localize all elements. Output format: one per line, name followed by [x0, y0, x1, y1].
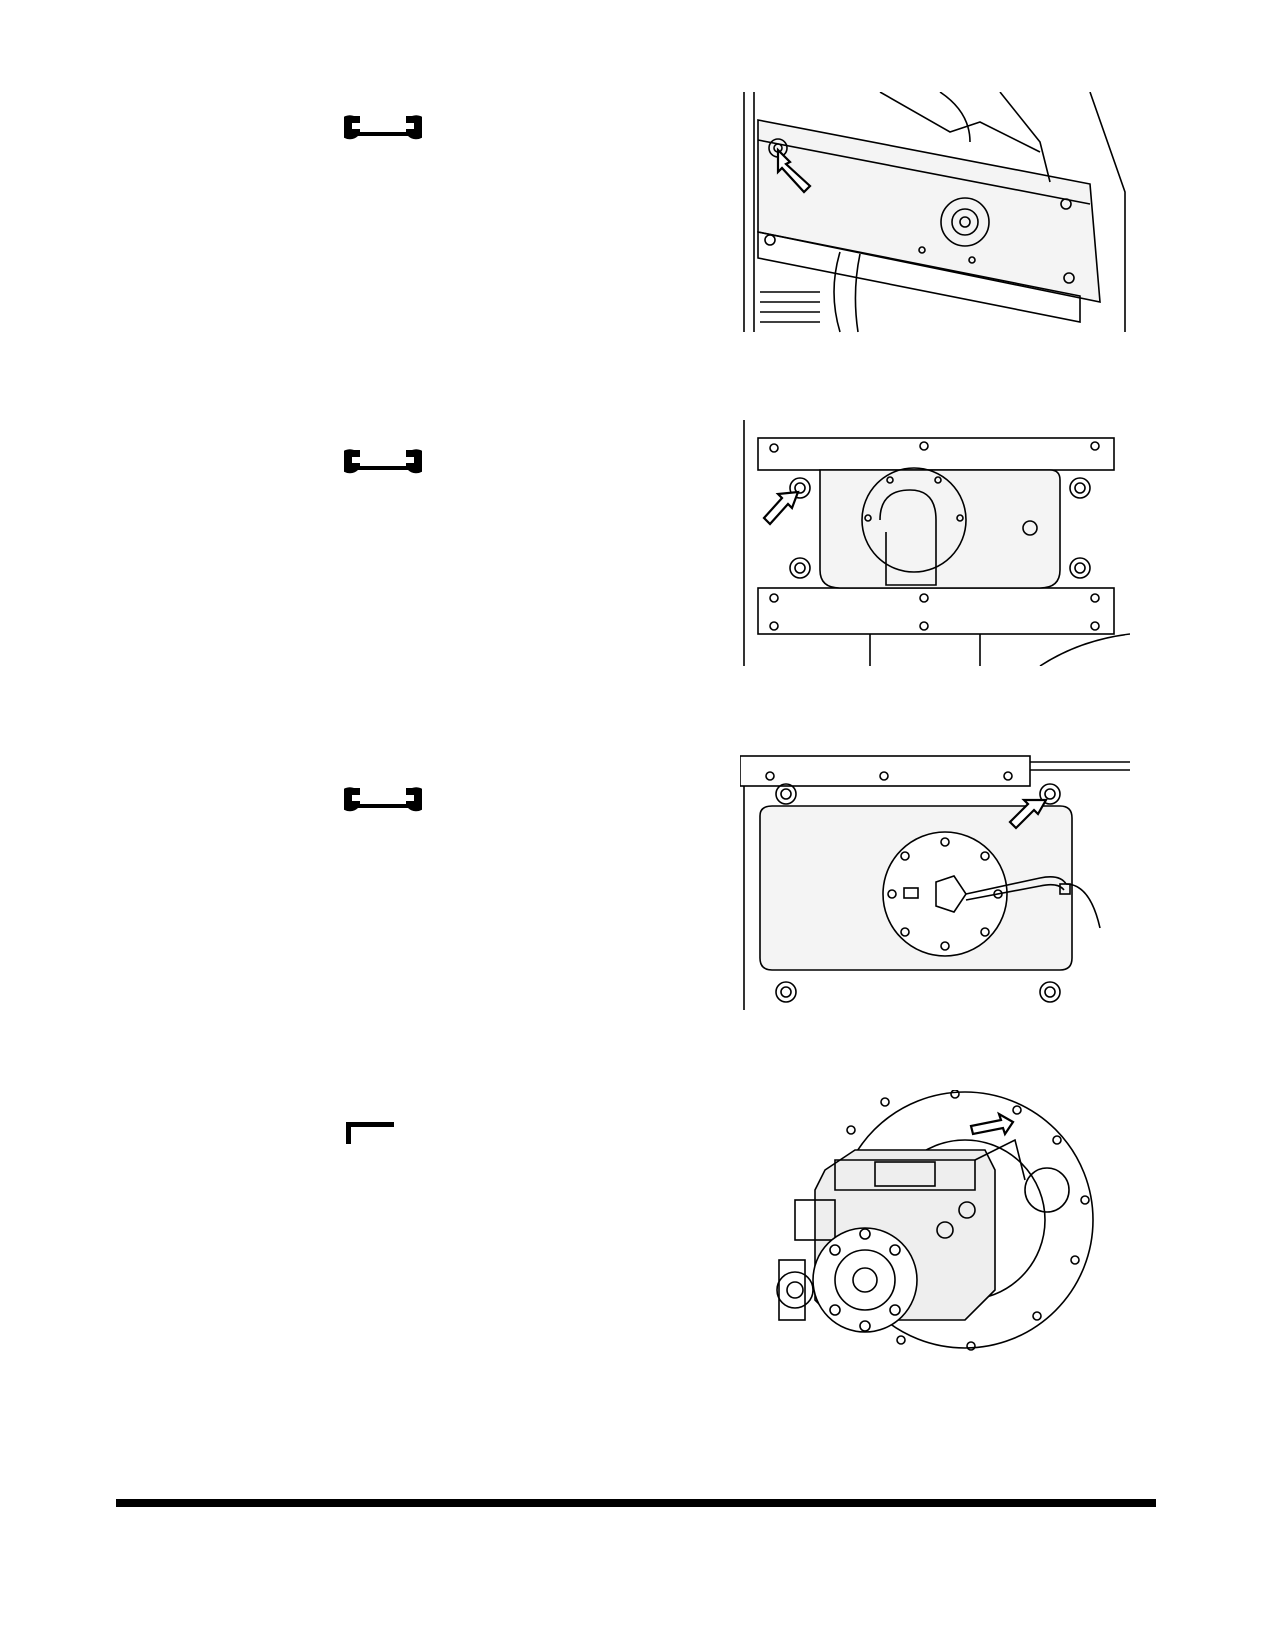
open-end-wrench-icon: [337, 784, 429, 819]
access-panel-bolt-callout-figure: [740, 420, 1130, 666]
mounting-plate-bolt-callout-figure: [740, 748, 1130, 1010]
allen-key-icon: [344, 1120, 400, 1151]
footer-rule: [116, 1499, 1156, 1507]
cover-plate-bolt-callout-figure: [740, 92, 1140, 334]
open-end-wrench-icon: [337, 112, 429, 147]
open-end-wrench-icon: [337, 446, 429, 481]
pump-flange-bolt-callout-figure: [775, 1090, 1105, 1370]
